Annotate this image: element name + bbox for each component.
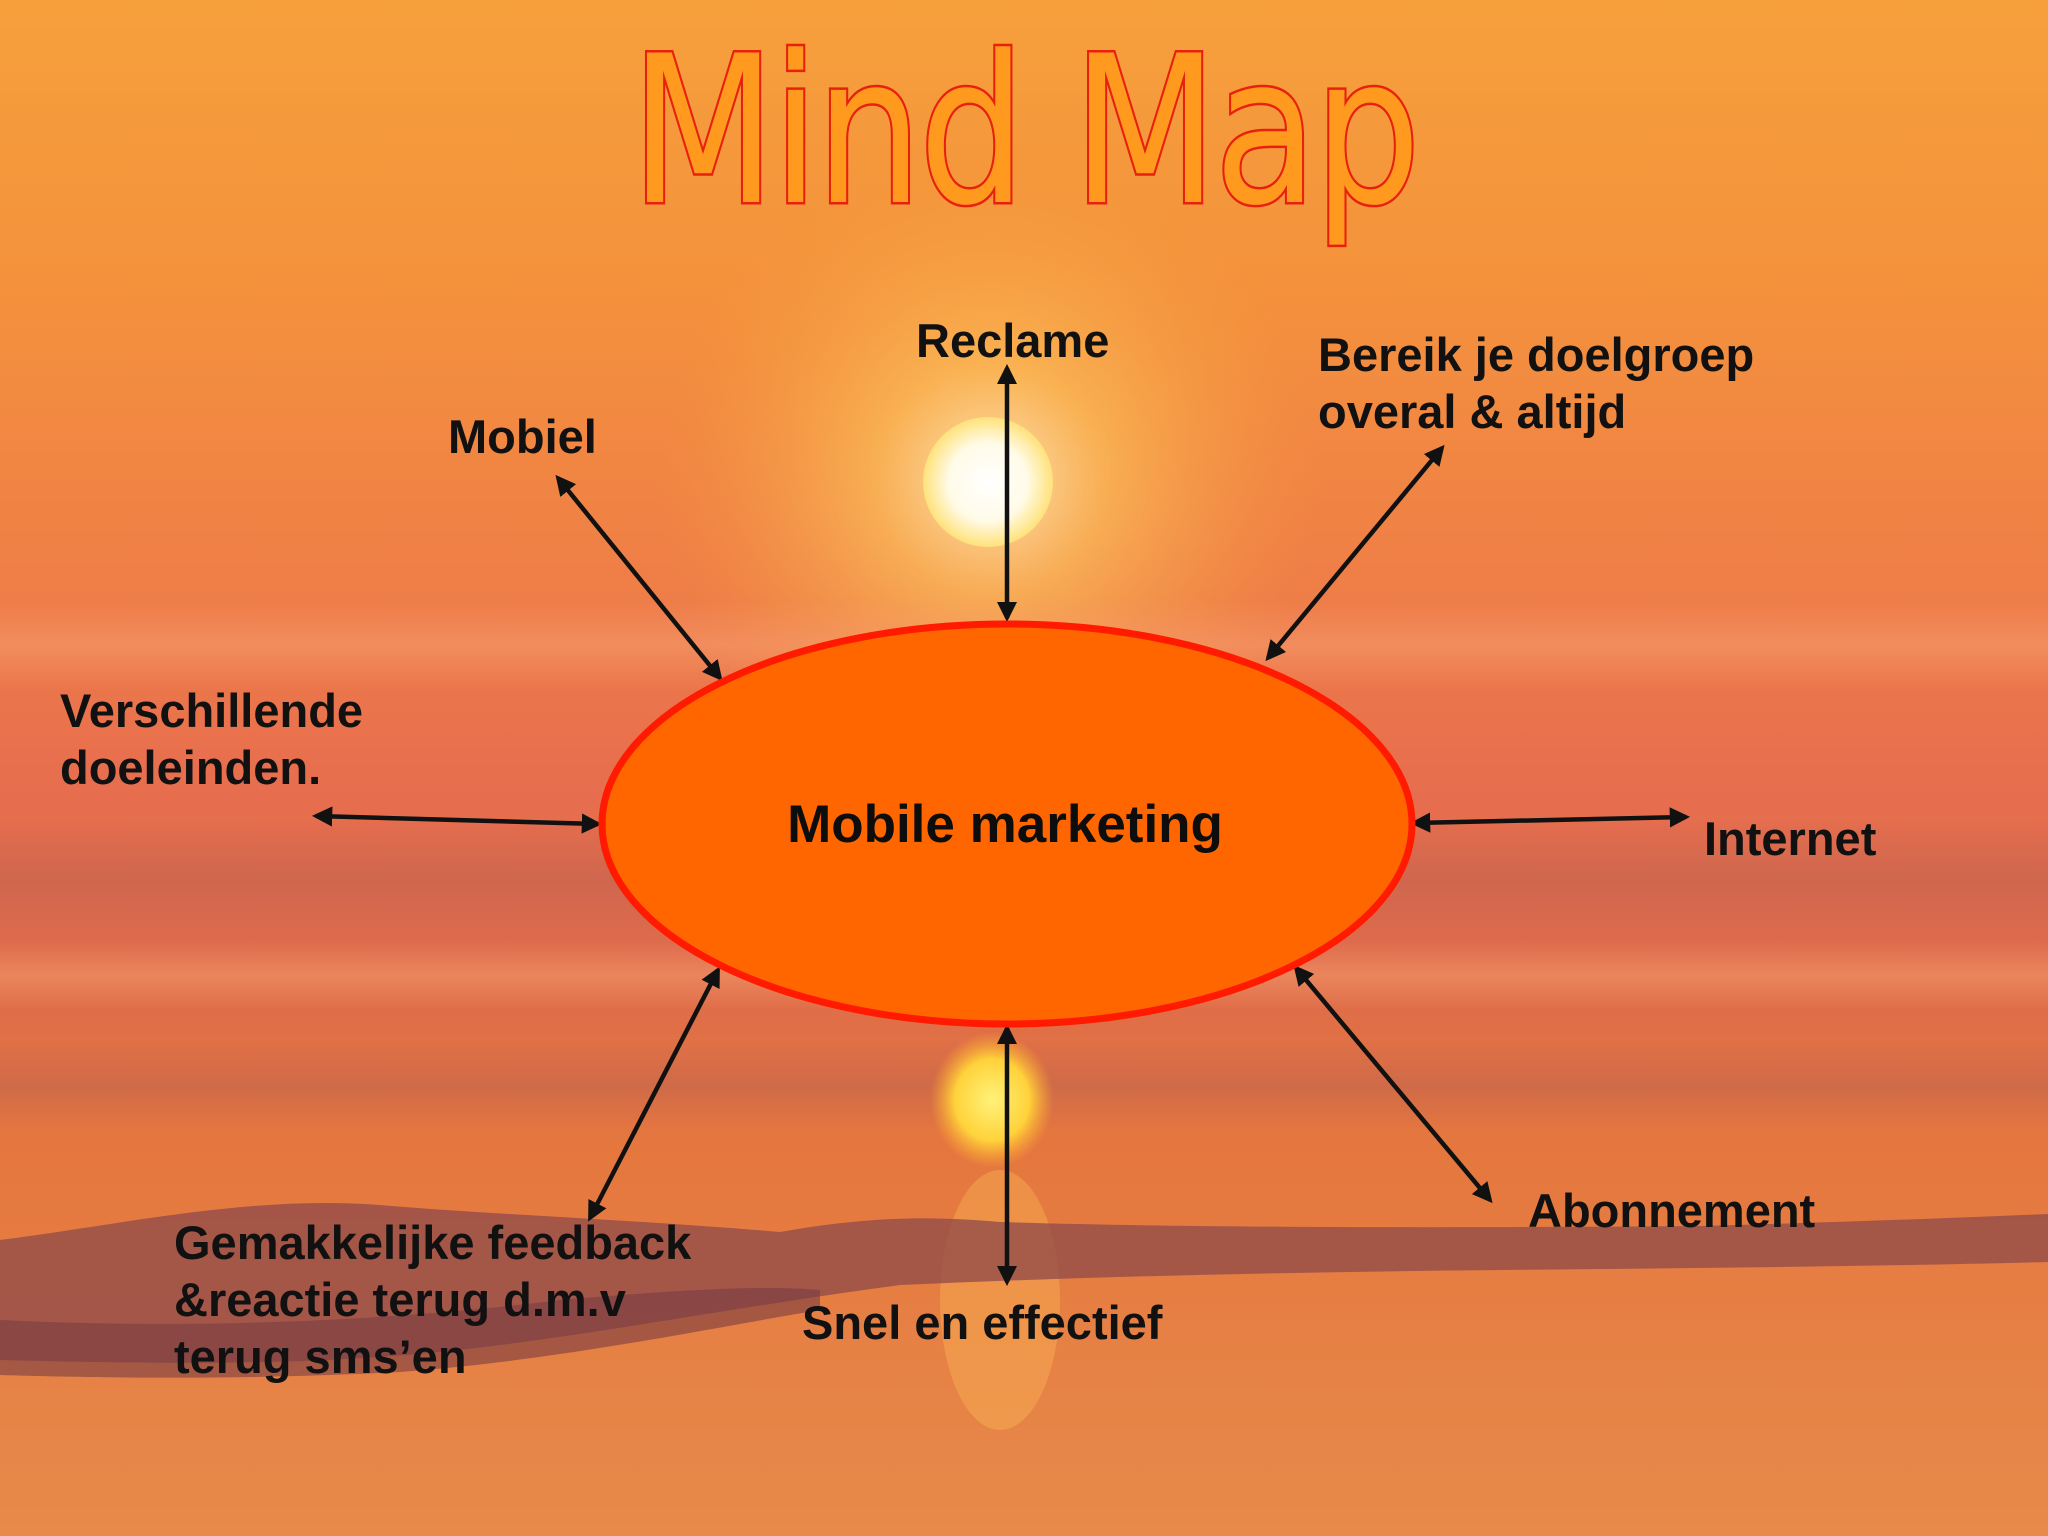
center-node-label: Mobile marketing — [787, 795, 1223, 854]
arrow-mobiel — [555, 474, 723, 682]
branch-abonnement: Abonnement — [1528, 1184, 1816, 1237]
page-title: Mind Map — [628, 13, 1422, 251]
branch-internet: Internet — [1704, 812, 1877, 865]
branch-verschillende: Verschillende doeleinden. — [60, 684, 364, 794]
arrow-internet — [1409, 807, 1691, 833]
arrow-gemakkelijke — [588, 966, 720, 1222]
branch-reclame: Reclame — [916, 314, 1110, 367]
branch-gemakkelijke: Gemakkelijke feedback &reactie terug d.m… — [174, 1216, 692, 1383]
branch-mobiel: Mobiel — [448, 410, 597, 463]
arrow-verschillende — [311, 806, 603, 834]
center-node — [598, 620, 1416, 1028]
branch-snel: Snel en effectief — [802, 1296, 1163, 1349]
arrow-bereik — [1265, 444, 1445, 662]
branch-bereik: Bereik je doelgroep overal & altijd — [1318, 328, 1755, 438]
arrow-abonnement — [1293, 964, 1493, 1204]
